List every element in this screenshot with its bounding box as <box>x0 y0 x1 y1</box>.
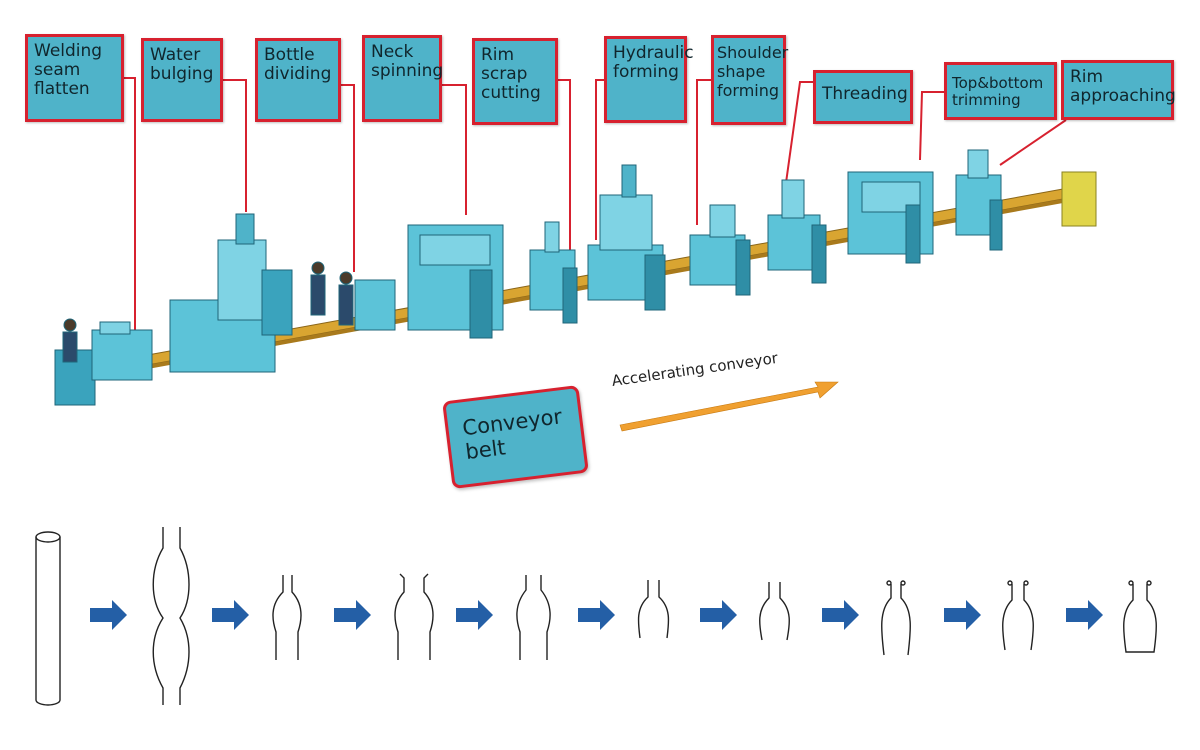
label-welding-seam-flatten: Welding seam flatten <box>25 34 124 122</box>
machine-rim-scrap-cutting <box>529 221 578 324</box>
label-hydraulic-forming: Hydraulic forming <box>604 36 694 123</box>
trimming-7 <box>1002 580 1034 651</box>
end-cabinet <box>1061 171 1097 227</box>
shoulder-5 <box>759 582 790 641</box>
label-top-bottom-trimming: Top&bottom trimming <box>944 62 1057 120</box>
label-conveyor-belt: Conveyor belt <box>442 384 589 490</box>
leader-line-rim-scrap <box>558 79 571 255</box>
step-arrow-icon <box>90 600 127 630</box>
label-threading: Threading <box>813 70 913 124</box>
label-water-bulging: Water bulging <box>141 38 223 122</box>
rim-cut-3 <box>516 575 551 660</box>
leader-line-shoulder <box>696 79 711 225</box>
step-arrow-icon <box>822 600 859 630</box>
step-arrows <box>90 600 1103 630</box>
leader-line-neck <box>441 84 467 215</box>
machine-hydraulic-forming <box>587 164 666 311</box>
machine-trimming <box>847 171 934 264</box>
step-arrow-icon <box>212 600 249 630</box>
step-arrow-icon <box>456 600 493 630</box>
tube-blank <box>35 531 61 706</box>
machine-water-bulging <box>169 213 293 373</box>
leader-line-rim-approach <box>999 119 1067 166</box>
label-shoulder-shape-forming: Shoulder shape forming <box>711 35 788 125</box>
machine-rim-approaching <box>955 149 1003 251</box>
divided-bottle-1 <box>272 575 302 660</box>
neck-spun-2 <box>394 573 434 660</box>
label-rim-approaching: Rim approaching <box>1061 60 1176 120</box>
machine-shoulder-forming <box>689 204 751 296</box>
hydraulic-4 <box>637 580 670 639</box>
machines <box>54 149 1097 406</box>
threading-6 <box>881 580 911 656</box>
label-bottle-dividing: Bottle dividing <box>255 38 341 122</box>
leader-line-hydraulic <box>595 79 604 240</box>
step-arrow-icon <box>1066 600 1103 630</box>
machine-threading <box>767 179 827 284</box>
step-arrow-icon <box>578 600 615 630</box>
leader-lines <box>124 77 1067 338</box>
leader-line-trimming <box>919 91 944 161</box>
step-arrow-icon <box>944 600 981 630</box>
leader-line-welding <box>124 77 136 338</box>
final-bottle-8 <box>1123 580 1157 653</box>
leader-line-threading <box>784 81 813 191</box>
machine-bottle-dividing <box>310 261 396 331</box>
machine-welding <box>54 318 153 406</box>
step-arrow-icon <box>334 600 371 630</box>
process-sketches <box>35 527 1157 706</box>
leader-line-bulging <box>222 79 247 212</box>
step-arrow-icon <box>700 600 737 630</box>
leader-line-dividing <box>341 84 355 272</box>
bulged-tube <box>152 527 190 705</box>
accelerating-conveyor-arrow <box>619 381 839 432</box>
label-rim-scrap-cutting: Rim scrap cutting <box>472 38 558 125</box>
machine-neck-spinning <box>407 224 504 339</box>
label-neck-spinning: Neck spinning <box>362 35 443 122</box>
